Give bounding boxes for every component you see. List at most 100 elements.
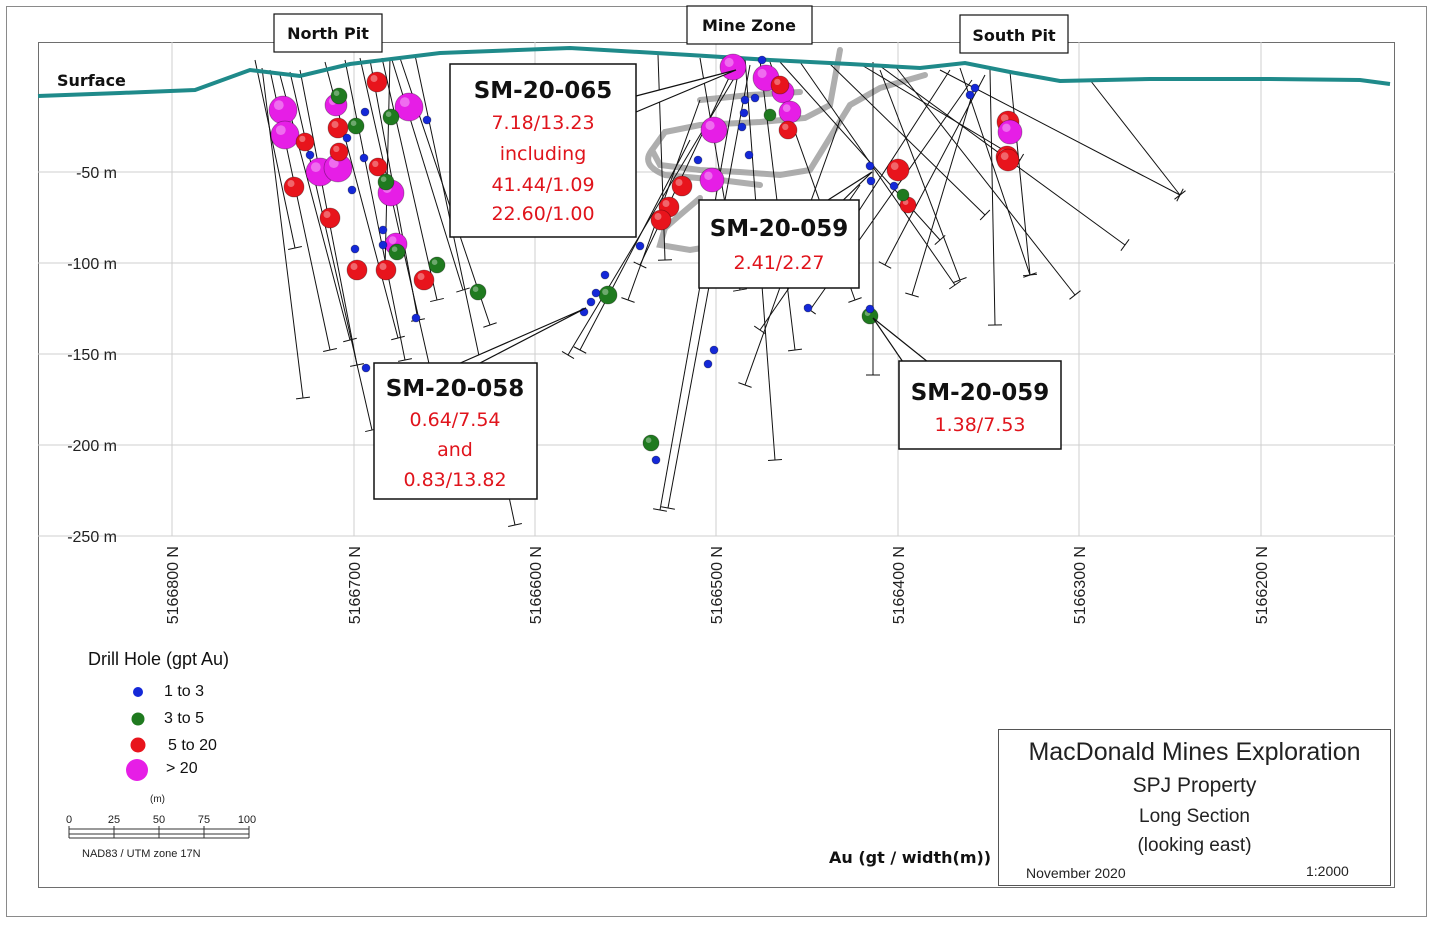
assay-bead-highlight (782, 123, 789, 130)
assay-bead-highlight (1002, 123, 1011, 132)
assay-bead-highlight (431, 259, 438, 266)
assay-bead-magenta (699, 167, 725, 193)
drill-hole-end-tick (323, 348, 337, 352)
assay-bead-highlight (1000, 114, 1009, 122)
depth-label: -150 m (67, 347, 117, 364)
scale-bar: 0 25 50 75 100 (66, 814, 256, 839)
assay-bead-red (778, 120, 798, 140)
assay-bead-red (996, 148, 1020, 172)
assay-bead-highlight (273, 100, 284, 110)
depth-label: -200 m (67, 438, 117, 455)
assay-bead-highlight (662, 200, 670, 207)
assay-bead-green (598, 285, 618, 305)
company-name: MacDonald Mines Exploration (1028, 738, 1361, 766)
assay-bead-blue (703, 359, 713, 369)
pit-labels: North Pit Mine Zone South Pit (273, 5, 1069, 54)
assay-bead-red (319, 207, 341, 229)
assay-bead-highlight (380, 176, 387, 182)
assay-bead-blue (970, 83, 980, 93)
callout-result: including (500, 143, 587, 165)
drill-hole-trace (989, 69, 996, 326)
assay-bead-red (283, 176, 305, 198)
drill-hole-end-tick (948, 280, 962, 290)
assay-bead-highlight (275, 125, 286, 135)
assay-bead-blue (422, 115, 432, 125)
drill-hole-trace (381, 57, 438, 301)
date-label: November 2020 (1026, 865, 1126, 881)
assay-bead-green (469, 283, 487, 301)
drill-hole-end-tick (1174, 190, 1186, 200)
drill-hole-end-tick (1120, 239, 1130, 251)
scale-ratio: 1:2000 (1306, 863, 1349, 879)
assay-bead-blue (359, 153, 369, 163)
assay-bead-blue (757, 55, 767, 65)
assay-bead-magenta (719, 53, 747, 81)
legend-label-magenta: > 20 (166, 760, 198, 777)
northing-label: 5166400 N (891, 546, 908, 624)
assay-bead-green (428, 256, 446, 274)
depth-labels: -50 m-100 m-150 m-200 m-250 m (67, 165, 117, 546)
drill-hole-trace (911, 84, 976, 296)
assay-bead-magenta (270, 120, 300, 150)
assay-bead-green (763, 108, 777, 122)
callout-result: and (437, 439, 473, 461)
assay-bead-highlight (704, 171, 713, 180)
drill-hole-trace (894, 65, 1076, 296)
assay-bead-highlight (299, 135, 306, 143)
assay-bead-blue (651, 455, 661, 465)
callout-result: 1.38/7.53 (934, 414, 1025, 436)
drill-hole-end-tick (573, 346, 587, 354)
assay-bead-red (650, 209, 672, 231)
drill-hole-trace (289, 71, 373, 431)
drill-hole-end-tick (878, 261, 892, 269)
assay-bead-blue (411, 313, 421, 323)
depth-label: -100 m (67, 256, 117, 273)
drill-hole-end-tick (753, 325, 767, 335)
assay-bead-highlight (602, 288, 609, 295)
assay-bead-blue (378, 240, 388, 250)
northing-label: 5166600 N (528, 546, 545, 624)
drill-hole-trace (639, 64, 736, 266)
grid (38, 42, 1395, 537)
northing-label: 5166300 N (1072, 546, 1089, 624)
drill-hole-trace (261, 67, 304, 399)
callout-sm-20-059-lower: SM-20-059 1.38/7.53 (898, 360, 1062, 450)
assay-bead-highlight (399, 97, 410, 107)
callout-result: 0.64/7.54 (409, 409, 500, 431)
legend-blue-dot (133, 687, 143, 697)
assay-bead-blue (744, 150, 754, 160)
drill-hole-end-tick (295, 396, 311, 400)
assay-bead-highlight (654, 213, 662, 220)
drill-hole-end-tick (561, 350, 575, 360)
scale-tick: 25 (108, 814, 120, 826)
assay-bead-highlight (705, 120, 715, 130)
drill-hole-end-tick (953, 277, 967, 283)
assay-bead-green (642, 434, 660, 452)
assay-bead-blue (347, 185, 357, 195)
drill-hole-trace (959, 67, 1031, 276)
drill-hole-end-tick (787, 348, 803, 352)
assay-bead-green (388, 243, 406, 261)
drill-hole-end-tick (1022, 273, 1038, 277)
drill-hole-trace (879, 69, 961, 281)
pit-label-mine-zone: Mine Zone (702, 16, 796, 35)
assay-bead-blue (865, 304, 875, 314)
assay-bead-blue (740, 95, 750, 105)
drill-hole-end-tick (391, 335, 405, 341)
drill-hole-end-tick (653, 508, 667, 512)
assay-bead-red (770, 75, 790, 95)
drill-hole-trace (859, 63, 1021, 161)
assay-bead-highlight (385, 111, 392, 117)
drill-hole-end-tick (483, 322, 497, 328)
assay-bead-green (382, 108, 400, 126)
northing-label: 5166500 N (709, 546, 726, 624)
assay-bead-highlight (782, 104, 791, 112)
legend-title: Drill Hole (gpt Au) (88, 649, 230, 669)
assay-bead-red (886, 158, 910, 182)
scale-tick: 100 (238, 814, 256, 826)
callout-sm-20-065: SM-20-065 7.18/13.23 including 41.44/1.0… (449, 63, 637, 238)
assay-bead-red (346, 259, 368, 281)
callout-result: 0.83/13.82 (403, 469, 506, 491)
assay-bead-blue (709, 345, 719, 355)
